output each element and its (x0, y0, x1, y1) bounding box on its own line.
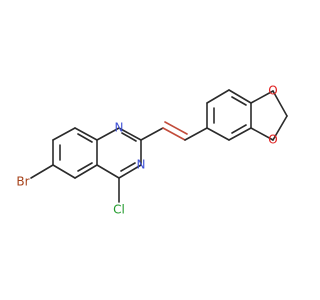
bond-c4-c4b (96, 164, 120, 179)
bonds (30, 89, 288, 203)
chlorine-label: Cl (113, 203, 125, 217)
bond-aryl-inner-2 (231, 96, 247, 106)
bond-c6-br (30, 164, 54, 179)
bond-aryl-6 (206, 127, 230, 141)
bond-n1-c2-double (121, 132, 137, 142)
bond-n1-c2 (118, 127, 142, 141)
nitrogen-3-label: N (137, 158, 146, 172)
bond-aryl-2 (206, 89, 230, 104)
bond-methylene-1 (272, 90, 288, 117)
bond-inner-2 (77, 162, 93, 172)
bond-vinyl-aryl (184, 127, 208, 141)
bond-c8a-c4a (74, 127, 98, 141)
bond-aryl-5 (228, 127, 252, 141)
bond-methylene-2 (272, 115, 288, 141)
bond-ring-o1 (250, 90, 274, 104)
bond-vinyl-double-a (162, 127, 186, 141)
bond-vinyl-double-b (164, 121, 188, 135)
bond-n3-c4 (118, 164, 142, 179)
bond-inner-3 (77, 133, 93, 143)
bond-aryl-inner-3 (231, 124, 247, 134)
atom-labels: N N O O Br Cl (16, 84, 277, 217)
bond-c6-c7 (52, 164, 76, 179)
bond-c2-vinyl1 (140, 127, 164, 141)
chemical-structure-canvas: N N O O Br Cl (16, 83, 288, 217)
oxygen-1-label: O (268, 84, 277, 98)
bond-c4-n3-double (120, 162, 136, 172)
bromine-label: Br (16, 175, 29, 189)
molecule-diagram: N N O O Br Cl (16, 84, 288, 217)
nitrogen-1-label: N (115, 121, 124, 135)
oxygen-2-label: O (268, 133, 277, 147)
bond-c7-c8 (74, 164, 98, 179)
bond-ring-o2 (250, 127, 274, 141)
bond-c4a-c5 (52, 127, 76, 141)
bond-aryl-3 (228, 89, 252, 104)
bond-c8a-n1 (96, 127, 120, 141)
